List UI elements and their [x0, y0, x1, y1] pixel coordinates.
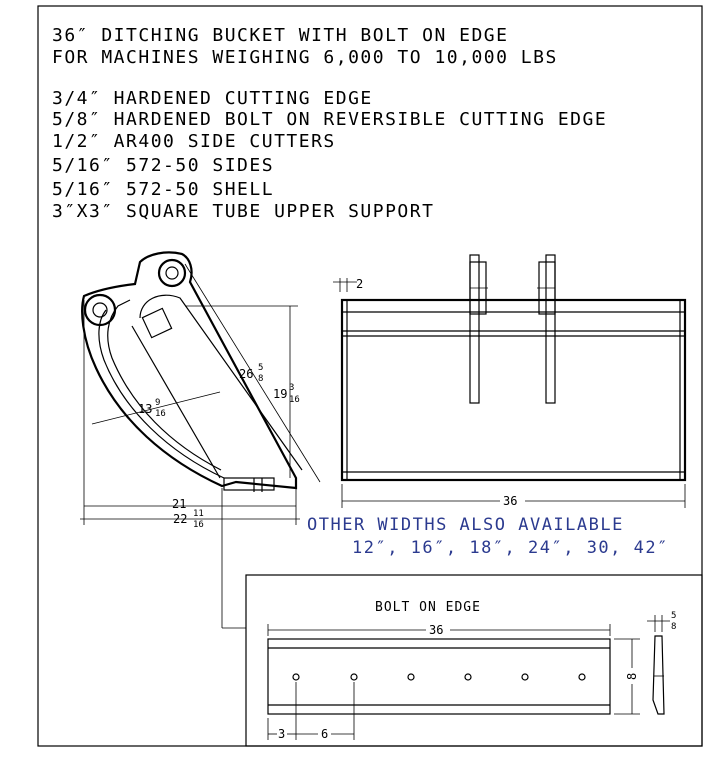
dim-13-frac-den: 16: [155, 409, 166, 419]
bucket-inner-shell-2: [107, 299, 222, 471]
dim-line-13: [91, 391, 221, 425]
side-view: 26 5 8 19 3 16 13 9 16 21 22 11 16: [80, 251, 321, 629]
dim-line-26: [184, 263, 321, 483]
spec-item: 3/4″ HARDENED CUTTING EDGE: [52, 88, 373, 109]
pin-boss: [157, 258, 187, 288]
spec-item: 5/16″ 572-50 SIDES: [52, 155, 274, 176]
bolt-edge-frame: [245, 574, 703, 747]
dim-22-frac-den: 16: [193, 520, 204, 530]
pin-boss: [83, 293, 117, 327]
availability-line-1: OTHER WIDTHS ALSO AVAILABLE: [307, 515, 624, 535]
dim-13-frac-num: 9: [155, 398, 160, 408]
mount-ear-left: [469, 254, 480, 404]
spec-item: 1/2″ AR400 SIDE CUTTERS: [52, 131, 336, 152]
cutting-edge: [223, 477, 275, 491]
bolt-hole: [521, 673, 529, 681]
title-line-1: 36″ DITCHING BUCKET WITH BOLT ON EDGE: [52, 25, 508, 46]
spec-item: 5/8″ HARDENED BOLT ON REVERSIBLE CUTTING…: [52, 109, 607, 130]
edge-length-label: 36: [429, 623, 443, 637]
dim-36-label: 36: [503, 494, 517, 508]
bolt-hole: [350, 673, 358, 681]
spec-list: 3/4″ HARDENED CUTTING EDGE 5/8″ HARDENED…: [52, 88, 607, 222]
spec-item: 3″X3″ SQUARE TUBE UPPER SUPPORT: [52, 201, 434, 222]
bucket-arm-2: [131, 325, 221, 479]
bucket-arm: [139, 294, 303, 471]
pin-hole: [165, 266, 179, 280]
edge-height-label: 8: [625, 673, 639, 680]
edge-plate: [267, 638, 611, 715]
front-body: [340, 298, 687, 482]
dim-19-label: 19: [273, 387, 287, 401]
square-tube: [141, 307, 173, 339]
dim-26-label: 26: [239, 367, 253, 381]
bolt-edge-title: BOLT ON EDGE: [375, 600, 481, 615]
bolt-holes: [292, 673, 586, 681]
dim-13-label: 13: [138, 402, 152, 416]
bolt-on-edge-panel: BOLT ON EDGE 36 8 5 8: [245, 574, 703, 747]
dim-19-frac-den: 16: [289, 395, 300, 405]
dim-26-frac-num: 5: [258, 363, 263, 373]
mount-ear-right: [545, 254, 556, 404]
title-line-2: FOR MACHINES WEIGHING 6,000 TO 10,000 LB…: [52, 47, 558, 68]
dim-26-frac-den: 8: [258, 374, 263, 384]
pin-hole: [92, 302, 108, 318]
bolt-hole: [578, 673, 586, 681]
availability-line-2: 12″, 16″, 18″, 24″, 30, 42″: [352, 538, 669, 558]
bolt-hole: [292, 673, 300, 681]
thickness-frac-num: 5: [671, 611, 676, 621]
bucket-inner-shell: [98, 309, 225, 479]
dim-19-frac-num: 3: [289, 383, 294, 393]
dim-22-label: 22: [173, 512, 187, 526]
edge-offset-label: 3: [278, 727, 285, 741]
dim-22-frac-num: 11: [193, 509, 204, 519]
dim-top-label: 2: [356, 277, 363, 291]
bucket-shell-outline: [81, 251, 298, 490]
thickness-frac-den: 8: [671, 622, 676, 632]
spec-item: 5/16″ 572-50 SHELL: [52, 179, 274, 200]
bolt-hole: [464, 673, 472, 681]
bolt-hole: [407, 673, 415, 681]
edge-spacing-label: 6: [321, 727, 328, 741]
edge-profile: [652, 635, 665, 715]
front-view: 2 36: [333, 254, 687, 508]
dim-21-label: 21: [172, 497, 186, 511]
